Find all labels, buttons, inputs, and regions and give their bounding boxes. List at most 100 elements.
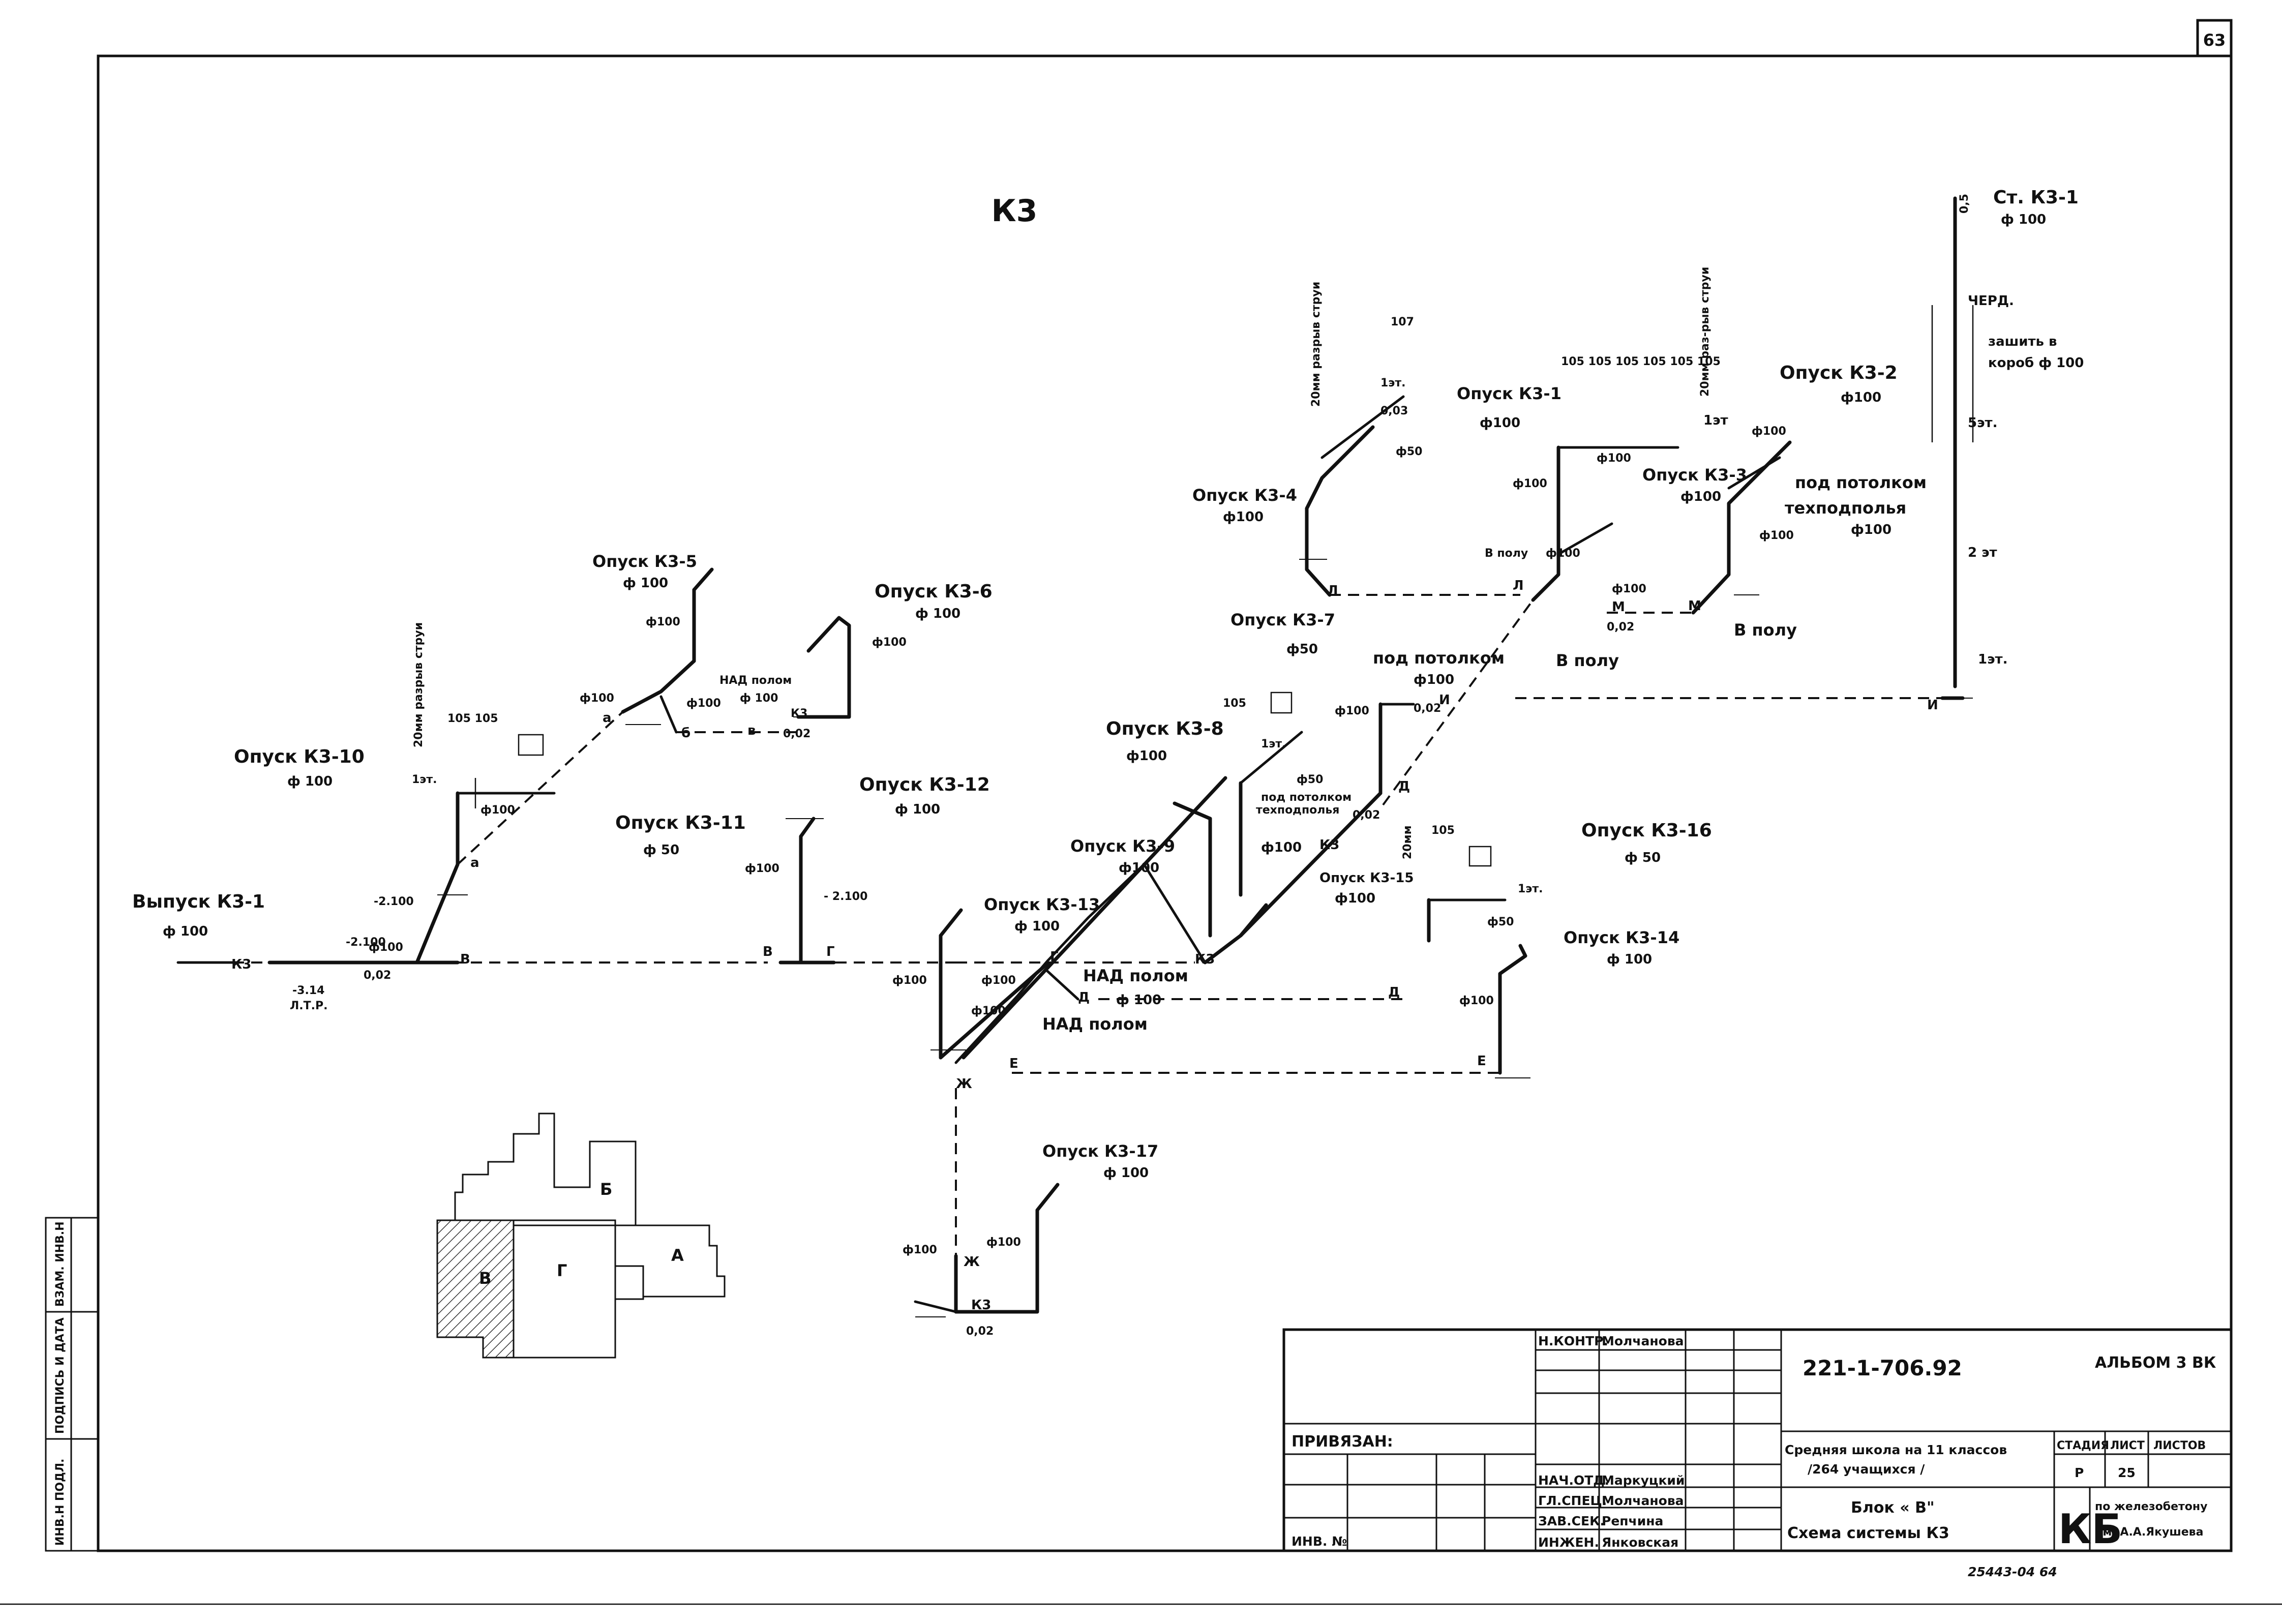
outlet-d1: ф100 — [369, 941, 403, 954]
riser-k3-13-d3: ф100 — [971, 1005, 1006, 1017]
tb-org-1: по железобетону — [2095, 1500, 2207, 1513]
title-block: Н.КОНТР. Молчанова НАЧ.ОТД. Маркуцкий ГЛ… — [1282, 1328, 2233, 1553]
riser-k3-1-name: Опуск К3-1 — [1457, 384, 1562, 403]
riser-k3-6-dia: ф 100 — [915, 606, 960, 621]
tb-gl-spec-name: Молчанова — [1602, 1493, 1684, 1508]
riser-k3-17-d2: ф100 — [986, 1236, 1021, 1249]
riser-k3-1-break: 20мм раз-рыв струи — [1699, 267, 1711, 397]
riser-k3-12-level: - 2.100 — [824, 890, 867, 903]
riser-k3-8-pipe: К3 — [1319, 837, 1339, 853]
riser-k3-17-pipe: К3 — [971, 1298, 991, 1313]
riser-k3-8-d1: ф50 — [1297, 773, 1323, 786]
riser-k3-5-note-dia: ф 100 — [740, 692, 778, 705]
riser-st-k3-1-note1: зашить в — [1988, 334, 2057, 349]
riser-k3-13-node-g: Г — [1050, 949, 1059, 965]
riser-k3-4-break: 20мм разрыв струи — [1310, 282, 1323, 407]
riser-k3-13-name: Опуск К3-13 — [984, 895, 1100, 914]
riser-k3-5-pipe: К3 — [791, 707, 807, 720]
riser-k3-1-dia: ф100 — [1480, 415, 1520, 431]
riser-k3-1-floor-note2: В полу — [1556, 651, 1619, 670]
riser-k3-17-name: Опуск К3-17 — [1042, 1141, 1158, 1161]
tb-zav-sek-name: Репчина — [1602, 1514, 1663, 1528]
riser-st-k3-1-roof: ЧЕРД. — [1968, 293, 2014, 309]
side-stamp-sign: ПОДПИСЬ И ДАТА — [54, 1317, 67, 1434]
riser-k3-7-dia: ф50 — [1286, 642, 1318, 657]
riser-k3-6-d1: ф100 — [872, 636, 907, 649]
riser-k3-10-d1: ф100 — [481, 804, 515, 817]
tb-album: АЛЬБОМ 3 ВК — [2095, 1354, 2216, 1372]
tb-drawing-1: Блок « В" — [1851, 1499, 1935, 1517]
tb-inzh-role: ИНЖЕН. — [1538, 1535, 1599, 1550]
riser-k3-13-d1: ф100 — [892, 974, 927, 987]
riser-k3-12-node-v: В — [763, 944, 773, 959]
riser-k3-4-node: Л — [1327, 583, 1338, 598]
riser-k3-13-node-e: Е — [1009, 1056, 1018, 1071]
tb-drawing-2: Схема системы К3 — [1787, 1524, 1949, 1542]
riser-k3-16-dia: ф 50 — [1625, 850, 1661, 865]
outlet-pipe: К3 — [231, 957, 251, 972]
riser-k3-10-floor: 1эт. — [412, 773, 437, 786]
riser-k3-8-note1: под потолком — [1261, 791, 1352, 804]
riser-k3-14-node-e: Е — [1477, 1054, 1486, 1069]
collector-lines — [178, 594, 1942, 1256]
riser-k3-11-name: Опуск К3-11 — [615, 813, 746, 833]
tb-project-1: Средняя школа на 11 классов — [1785, 1442, 2007, 1457]
riser-k3-17-slope: 0,02 — [966, 1325, 994, 1338]
riser-k3-7-note: под потолком — [1373, 648, 1505, 668]
riser-k3-6-name: Опуск К3-6 — [875, 581, 993, 602]
riser-k3-15-d1: ф50 — [1487, 916, 1514, 928]
riser-k3-1-d3: ф100 — [1546, 547, 1580, 560]
riser-st-k3-1-name: Ст. К3-1 — [1993, 187, 2079, 208]
riser-k3-2-note2: техподполья — [1785, 498, 1906, 518]
riser-k3-1-node-l: Л — [1513, 578, 1524, 593]
riser-st-k3-1-dim: 0,5 — [1958, 194, 1971, 214]
riser-k3-2-dia: ф100 — [1841, 390, 1881, 405]
riser-k3-15-dia: ф100 — [1335, 891, 1375, 906]
drawing-frame — [97, 54, 2233, 1552]
outlet-name: Выпуск К3-1 — [132, 891, 265, 912]
riser-k3-4-name: Опуск К3-4 — [1192, 486, 1297, 505]
riser-k3-7-slope: 0,02 — [1414, 702, 1441, 715]
outlet-level3-note: Л.Т.Р. — [290, 1000, 327, 1012]
riser-k3-9-pipe: К3 — [1195, 952, 1215, 967]
tb-sheets-header: ЛИСТОВ — [2153, 1439, 2206, 1452]
outlet-node: В — [460, 952, 470, 967]
riser-k3-17-d1: ф100 — [903, 1244, 937, 1256]
page-number: 63 — [2203, 31, 2226, 50]
riser-k3-8-name: Опуск К3-8 — [1106, 718, 1224, 739]
riser-k3-13-node-zh: Ж — [956, 1076, 972, 1092]
tb-inv: ИНВ. № — [1292, 1534, 1347, 1549]
riser-k3-1-d2: ф100 — [1513, 477, 1547, 490]
riser-k3-10-break: 20мм разрыв струи — [412, 622, 425, 747]
outlet-slope: 0,02 — [364, 969, 391, 982]
riser-k3-16-name: Опуск К3-16 — [1581, 820, 1712, 841]
riser-k3-2-d1: ф100 — [1752, 425, 1786, 438]
riser-k3-4-dia: ф100 — [1223, 509, 1264, 525]
outlet-level2: -2.100 — [346, 936, 386, 949]
riser-k3-11-dia: ф 50 — [643, 843, 679, 858]
riser-k3-5-node-b: б — [681, 726, 690, 741]
tb-org-logo: КБ — [2058, 1506, 2122, 1553]
tb-n-kontr-name: Молчанова — [1602, 1334, 1684, 1348]
tb-nach-otd-role: НАЧ.ОТД. — [1538, 1473, 1609, 1488]
riser-k3-7-d1: ф100 — [1335, 705, 1369, 717]
riser-k3-5-node-a: а — [603, 710, 612, 726]
riser-k3-3-dia: ф100 — [1680, 489, 1721, 504]
riser-st-k3-1-floor2: 2 эт — [1968, 545, 1997, 560]
outlet-level1: -2.100 — [374, 895, 414, 908]
tb-project-2: /264 учащихся / — [1808, 1462, 1925, 1477]
riser-k3-4-floor: 1эт. — [1380, 377, 1405, 389]
riser-k3-7-name: Опуск К3-7 — [1230, 610, 1335, 629]
riser-k3-15-floor: 1эт. — [1518, 883, 1543, 895]
tb-nach-otd-name: Маркуцкий — [1602, 1473, 1685, 1488]
riser-k3-8-note2: техподполья — [1256, 804, 1339, 817]
tb-doc-code: 221-1-706.92 — [1803, 1356, 1962, 1380]
riser-k3-5-d1: ф100 — [646, 616, 680, 628]
side-stamp-inv: ИНВ.Н ПОДЛ. — [54, 1459, 67, 1546]
riser-k3-1-dims: 105 105 105 105 105 105 — [1561, 355, 1721, 368]
riser-st-k3-1-floor5: 5эт. — [1968, 415, 1997, 431]
riser-k3-13-dia: ф 100 — [1014, 919, 1060, 934]
riser-k3-17-node: Ж — [964, 1254, 980, 1270]
